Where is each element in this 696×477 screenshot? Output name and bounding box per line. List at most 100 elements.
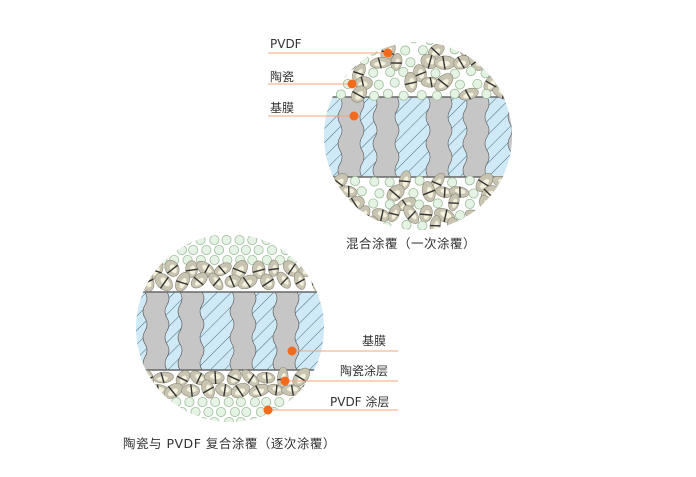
pvdf-particle [293,406,304,417]
pvdf-particle [430,68,441,79]
pvdf-particle [468,188,479,199]
pvdf-particle [400,45,411,56]
pvdf-particle [209,234,220,245]
mixed-coating-circle [324,42,512,230]
ceramic-particle [153,371,174,384]
ceramic-marker-dot [347,79,357,89]
pvdf-particle [398,90,409,101]
pvdf-particle [188,244,199,255]
pvdf-particle [150,406,161,417]
pvdf-particle [229,406,240,417]
ceramic-particle [398,170,412,191]
pvdf-particle [326,78,337,89]
pvdf-particle [464,175,475,186]
pvdf-particle [455,210,466,221]
pvdf-particle [401,219,412,230]
pvdf-particle [275,416,286,422]
ceramic-particle [433,55,456,70]
ceramic-particle [164,259,180,277]
pvdf-particle [261,396,272,407]
pvdf-particle [374,188,385,199]
pvdf-particle [324,68,331,79]
ceramic-particle [312,369,324,388]
ceramic-particle [190,272,208,289]
pvdf-particle [228,244,239,255]
ceramic-particle [466,42,485,45]
label-membrane: 基膜 [270,101,295,115]
ceramic-particle [224,274,242,288]
pvdf-particle [184,396,195,407]
membrane-polymer [272,291,300,371]
pvdf-particle [261,416,272,422]
pvdf-particle [145,396,156,407]
ceramic-particle [214,262,232,277]
ceramic-particle [371,42,392,46]
pvdf-particle [136,396,142,407]
pvdf-particle [224,416,235,422]
pvdf-particle [480,68,491,79]
ceramic-particle [231,260,248,280]
ceramic-particle [465,209,487,223]
pvdf-particle [449,88,460,99]
ceramic-particle [181,384,200,397]
pvdf-particle [216,406,227,417]
pvdf-particle [487,42,498,46]
pvdf-particle [209,416,220,422]
membrane-polymer [177,291,205,371]
ceramic-particle [230,382,250,399]
ceramic-particle [372,208,390,222]
label-membrane-2: 基膜 [362,334,387,348]
pvdf-particle [350,175,361,186]
pvdf-particle [223,396,234,407]
pvdf-particle [414,199,425,210]
ceramic-particle [459,87,479,101]
ceramic-particle [350,42,364,59]
caption-sequential-coating: 陶瓷与 PVDF 复合涂覆（逐次涂覆） [123,436,336,451]
pvdf-particle [495,221,506,230]
pvdf-particle [241,406,252,417]
ceramic-particle [448,193,460,211]
pvdf-particle [150,244,161,255]
pvdf-particle [300,234,311,245]
ceramic-particle [403,204,420,224]
pvdf-particle [320,406,324,417]
pvdf-particle [325,209,336,220]
pvdf-particle [389,77,400,88]
ceramic-particle [293,271,306,290]
pvdf-particle [398,66,409,77]
pvdf-particle [417,220,428,230]
pvdf-particle [385,67,396,78]
label-ceramic-layer: 陶瓷涂层 [340,364,389,378]
pvdf-particle [416,90,427,101]
pvdf-particle [306,406,317,417]
membrane-2-marker-dot [287,346,297,356]
pvdf-particle [249,416,260,422]
pvdf-particle [495,199,506,210]
pvdf-particle [176,244,187,255]
pvdf-particle [300,254,311,265]
ceramic-particle [208,272,224,291]
pvdf-particle [136,416,142,422]
membrane-polymer [425,96,453,178]
membrane-polymer [337,96,365,178]
pvdf-particle [267,244,278,255]
ceramic-particle [215,383,233,397]
pvdf-particle [502,57,512,68]
ceramic-particle [421,181,436,202]
ceramic-particle [136,259,148,278]
membrane-polymer [372,96,400,178]
ceramic-particle [226,369,242,386]
pvdf-particle [408,188,419,199]
ceramic-particle [427,43,445,59]
pvdf-particle [302,396,313,407]
pvdf-particle [249,396,260,407]
pvdf-particle [466,66,477,77]
membrane-polymer [462,96,490,178]
pvdf-particle [184,416,195,422]
pvdf-particle [449,44,460,55]
pvdf-particle [511,88,512,99]
ceramic-particle [509,176,512,189]
ceramic-particle [324,52,339,72]
ceramic-particle [281,384,302,396]
pvdf-particle [306,244,317,255]
